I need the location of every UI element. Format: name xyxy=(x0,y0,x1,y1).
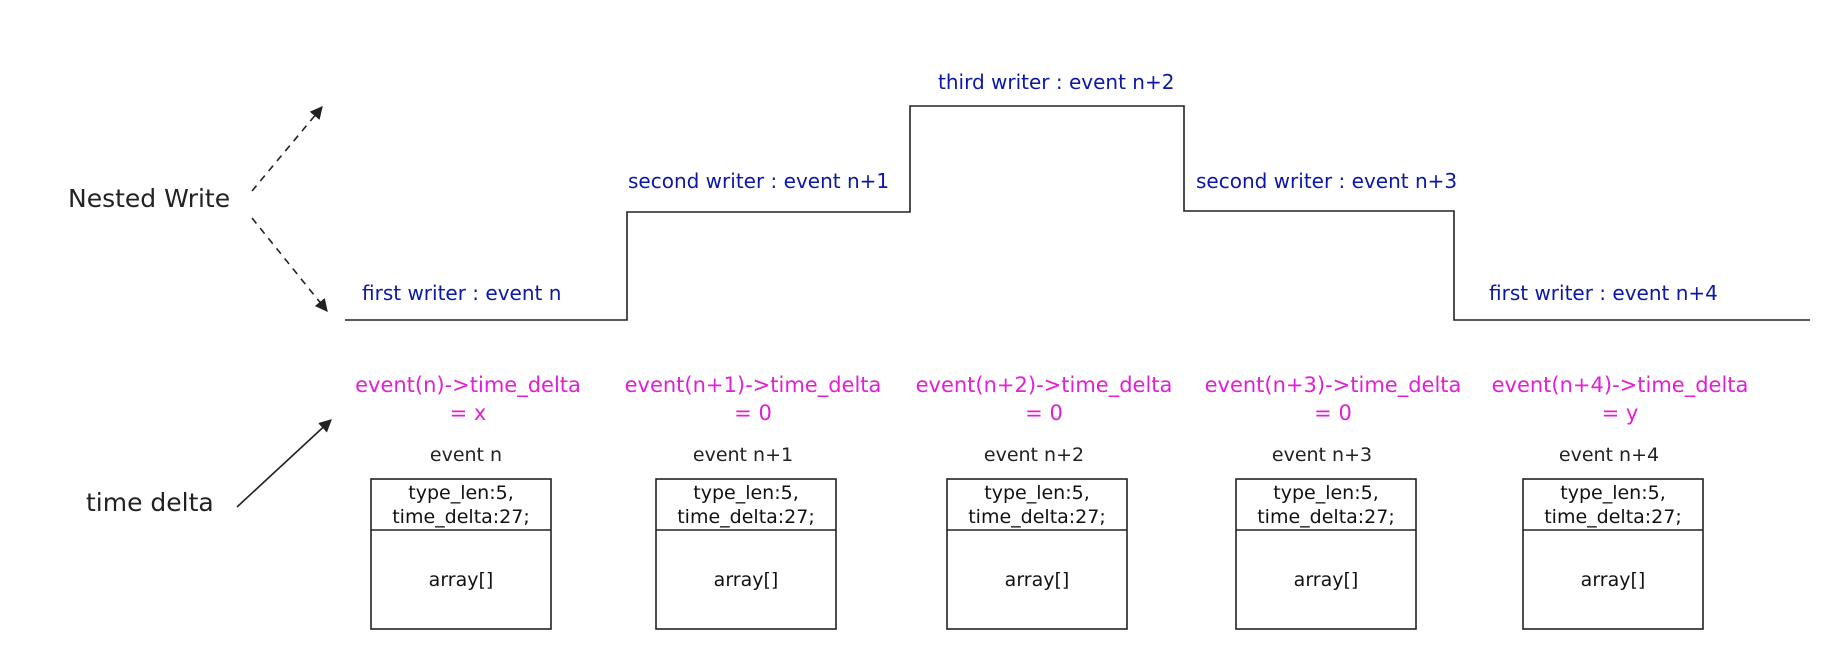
event-title: event n+3 xyxy=(1272,444,1372,466)
time-delta-expression: event(n+4)->time_delta xyxy=(1492,373,1749,398)
event-group: event(n+4)->time_delta = y event n+4 typ… xyxy=(1492,373,1749,630)
event-field-time-delta: time_delta:27; xyxy=(1257,506,1395,528)
writer-label-2: second writer : event n+1 xyxy=(628,169,889,193)
event-title: event n+1 xyxy=(693,444,793,466)
event-array: array[] xyxy=(429,569,494,591)
event-field-type-len: type_len:5, xyxy=(1273,482,1378,504)
event-title: event n xyxy=(430,444,502,466)
event-title: event n+4 xyxy=(1559,444,1659,466)
time-delta-value: = y xyxy=(1602,401,1639,425)
time-delta-arrow xyxy=(236,419,332,508)
event-struct-box xyxy=(946,478,1128,630)
event-field-type-len: type_len:5, xyxy=(1560,482,1665,504)
time-delta-value: = 0 xyxy=(1025,401,1063,425)
time-delta-expression: event(n+3)->time_delta xyxy=(1205,373,1462,398)
event-field-type-len: type_len:5, xyxy=(693,482,798,504)
event-struct-box xyxy=(1522,478,1704,630)
time-delta-value: = 0 xyxy=(734,401,772,425)
writer-label-4: second writer : event n+3 xyxy=(1196,169,1457,193)
event-array: array[] xyxy=(1005,569,1070,591)
event-struct-box xyxy=(655,478,837,630)
event-field-time-delta: time_delta:27; xyxy=(677,506,815,528)
event-field-type-len: type_len:5, xyxy=(984,482,1089,504)
time-delta-expression: event(n+2)->time_delta xyxy=(916,373,1173,398)
writer-label-1: first writer : event n xyxy=(362,281,561,305)
nested-write-label: Nested Write xyxy=(68,184,230,213)
event-struct-box xyxy=(370,478,552,630)
time-delta-expression: event(n)->time_delta xyxy=(355,373,581,398)
event-group: event(n+2)->time_delta = 0 event n+2 typ… xyxy=(916,373,1173,630)
event-field-type-len: type_len:5, xyxy=(408,482,513,504)
nesting-step-line xyxy=(345,105,1810,321)
writer-label-5: first writer : event n+4 xyxy=(1489,281,1718,305)
event-struct-box xyxy=(1235,478,1417,630)
event-field-time-delta: time_delta:27; xyxy=(968,506,1106,528)
nested-write-arrow-down xyxy=(251,217,328,312)
time-delta-value: = x xyxy=(450,401,487,425)
event-title: event n+2 xyxy=(984,444,1084,466)
time-delta-label: time delta xyxy=(86,488,214,517)
writer-label-3: third writer : event n+2 xyxy=(938,70,1174,94)
event-array: array[] xyxy=(1294,569,1359,591)
time-delta-value: = 0 xyxy=(1314,401,1352,425)
time-delta-expression: event(n+1)->time_delta xyxy=(625,373,882,398)
event-group: event(n+3)->time_delta = 0 event n+3 typ… xyxy=(1205,373,1462,630)
nested-write-arrow-up xyxy=(251,106,323,192)
event-group: event(n+1)->time_delta = 0 event n+1 typ… xyxy=(625,373,882,630)
event-field-time-delta: time_delta:27; xyxy=(1544,506,1682,528)
event-group: event(n)->time_delta = x event n type_le… xyxy=(355,373,581,630)
event-array: array[] xyxy=(1581,569,1646,591)
event-array: array[] xyxy=(714,569,779,591)
event-field-time-delta: time_delta:27; xyxy=(392,506,530,528)
